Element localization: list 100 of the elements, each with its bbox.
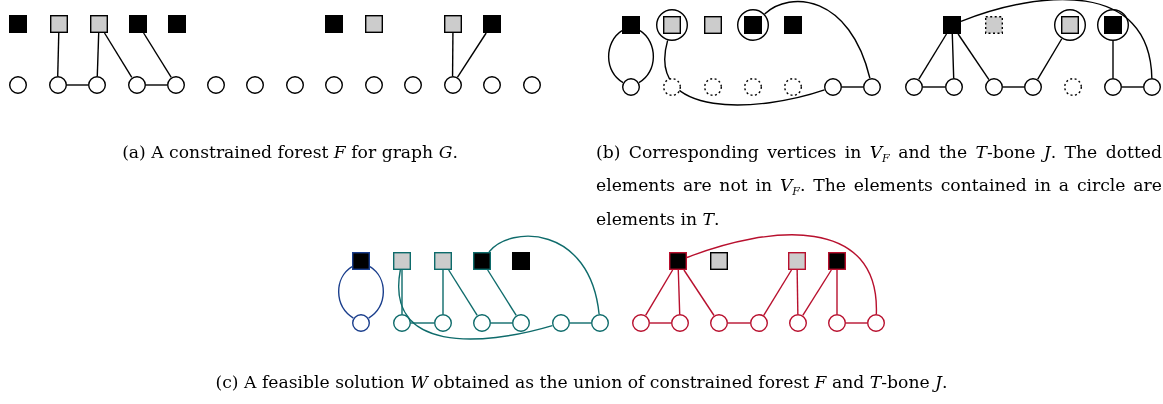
circle-vertex (985, 78, 1003, 96)
connector-line (649, 322, 672, 324)
circle-vertex (824, 78, 842, 96)
circle-vertex (325, 76, 343, 94)
circle-vertex (443, 76, 462, 94)
square-vertex (50, 15, 68, 33)
square-vertex (943, 16, 961, 34)
circle-vertex (789, 314, 807, 332)
connector-line (96, 32, 100, 77)
circle-vertex (632, 314, 650, 332)
circle-vertex (622, 78, 640, 96)
square-vertex (434, 252, 452, 270)
circle-vertex (867, 314, 885, 332)
figure-caption: (a) A constrained forest F for graph G. (121, 141, 459, 164)
circle-vertex (1143, 78, 1161, 96)
dotted-circle-vertex (744, 78, 762, 96)
connector-line (337, 265, 355, 319)
connector-line (398, 269, 554, 340)
connector-line (144, 84, 168, 86)
connector-line (836, 269, 838, 315)
dotted-circle-vertex (663, 78, 681, 96)
circle-vertex (671, 314, 689, 332)
circle-vertex (591, 314, 609, 332)
connector-line (607, 29, 624, 84)
square-vertex (352, 252, 370, 270)
circle-vertex (750, 314, 768, 332)
circle-vertex (9, 76, 27, 94)
connector-line (802, 269, 833, 317)
circle-vertex (905, 78, 923, 96)
circle-vertex (434, 314, 452, 332)
square-vertex (393, 252, 411, 270)
square-vertex (168, 15, 186, 33)
square-vertex (669, 252, 687, 270)
connector-line (686, 234, 878, 315)
circle-vertex (167, 76, 185, 94)
square-vertex (744, 16, 762, 34)
square-vertex (365, 15, 383, 33)
connector-line (490, 322, 513, 324)
circle-vertex (48, 76, 67, 94)
square-vertex (512, 252, 530, 270)
connector-line (677, 269, 681, 315)
square-vertex (483, 15, 501, 33)
connector-line (960, 0, 1153, 79)
connector-line (763, 0, 871, 79)
circle-vertex (285, 76, 304, 94)
connector-line (1036, 38, 1063, 80)
circle-vertex (473, 314, 491, 332)
connector-line (1112, 40, 1114, 79)
square-vertex (325, 15, 343, 33)
connector-line (763, 269, 793, 317)
connector-line (401, 269, 403, 315)
connector-line (451, 32, 454, 77)
square-vertex (828, 252, 846, 270)
square-vertex (1061, 16, 1079, 34)
circle-vertex (945, 78, 963, 96)
connector-line (638, 29, 655, 84)
circle-vertex (246, 76, 264, 94)
square-vertex (788, 252, 806, 270)
square-vertex (444, 15, 462, 33)
connector-line (486, 269, 517, 317)
connector-line (922, 86, 946, 88)
circle-vertex (863, 78, 881, 96)
square-vertex (1104, 16, 1122, 34)
circle-vertex (404, 76, 422, 94)
connector-line (488, 235, 600, 315)
connector-line (569, 322, 592, 324)
square-vertex (704, 16, 722, 34)
connector-line (142, 32, 172, 79)
circle-vertex (828, 314, 846, 332)
connector-line (644, 269, 674, 316)
enclosing-circle (1097, 9, 1129, 41)
dotted-circle-vertex (1064, 78, 1082, 96)
square-vertex (663, 16, 681, 34)
connector-line (57, 32, 60, 77)
connector-line (1121, 86, 1144, 88)
connector-line (664, 39, 826, 106)
circle-vertex (364, 76, 383, 94)
circle-vertex (88, 76, 106, 94)
connector-line (442, 269, 444, 315)
dotted-circle-vertex (704, 78, 722, 96)
circle-vertex (1104, 78, 1122, 96)
circle-vertex (127, 76, 146, 94)
circle-vertex (352, 314, 370, 332)
enclosing-circle (656, 9, 688, 41)
connector-line (841, 86, 864, 88)
square-vertex (473, 252, 491, 270)
dotted-square-vertex (985, 16, 1003, 34)
circle-vertex (1024, 78, 1042, 96)
figure-caption: (b) Corresponding vertices in V$_{F}$ and the T-bone J. The dotted elements are not in V$_{F}$. The elements contained in a circle are elements in T. (596, 141, 1162, 231)
square-vertex (784, 16, 802, 34)
connector-line (796, 269, 799, 315)
circle-vertex (710, 314, 728, 332)
connector-line (727, 322, 751, 324)
circle-vertex (552, 314, 570, 332)
square-vertex (622, 16, 640, 34)
connector-line (1002, 86, 1025, 88)
circle-vertex (522, 76, 541, 94)
square-vertex (9, 15, 27, 33)
connector-line (65, 84, 89, 86)
circle-vertex (483, 76, 501, 94)
